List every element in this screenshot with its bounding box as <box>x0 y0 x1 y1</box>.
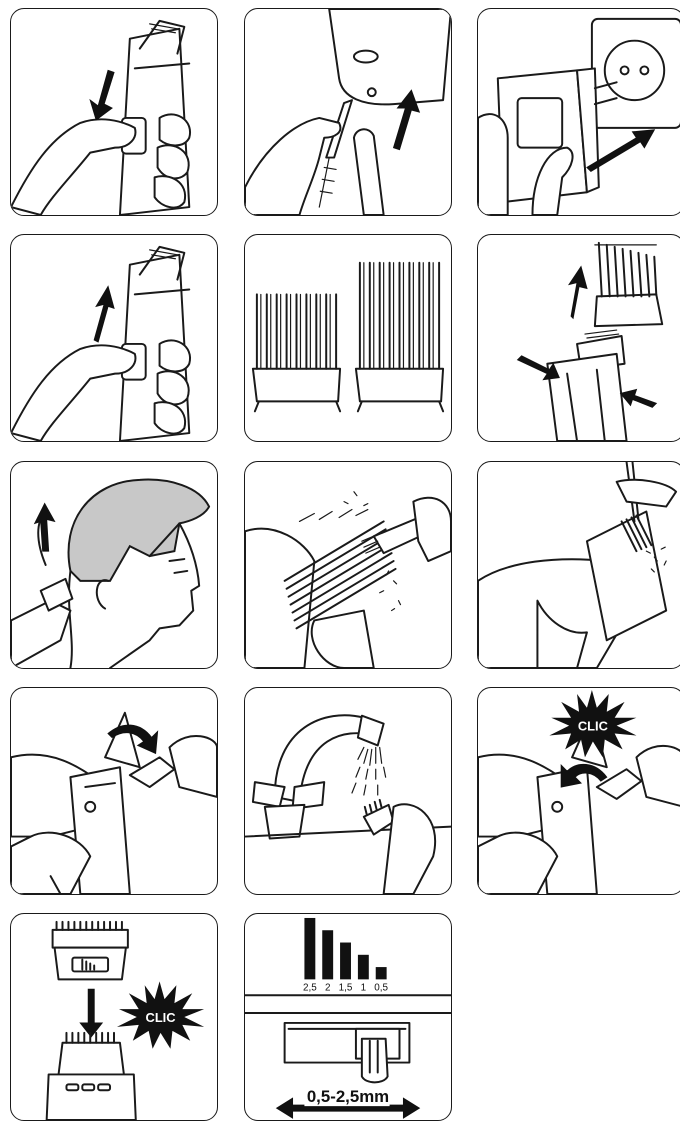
clic-text: CLIC <box>146 1010 176 1025</box>
clic-text: CLIC <box>578 719 608 734</box>
length-bar-label: 1,5 <box>339 982 353 993</box>
length-bar <box>358 955 369 980</box>
comb-clipper-illustration <box>478 235 680 441</box>
length-bar <box>304 918 315 979</box>
panel-brush-blade <box>477 461 680 669</box>
panel-replace-blade: CLIC <box>477 687 680 895</box>
clipper-hand-illustration <box>11 9 217 215</box>
panel-attach-small-comb: CLIC <box>10 913 218 1121</box>
small-comb-illustration: CLIC <box>11 914 217 1120</box>
length-bar-label: 2 <box>325 982 331 993</box>
panel-comb-attachments <box>244 234 452 442</box>
blade-brush-illustration <box>478 462 680 668</box>
length-bar-label: 1 <box>361 982 367 993</box>
panel-wall-outlet <box>477 8 680 216</box>
comb-brush-illustration <box>245 462 451 668</box>
panel-brush-comb <box>244 461 452 669</box>
panel-remove-blade <box>10 687 218 895</box>
blade-reattach-illustration: CLIC <box>478 688 680 894</box>
head-profile-illustration <box>11 462 217 668</box>
comb-pair-illustration <box>245 235 451 441</box>
length-bar-label: 2,5 <box>303 982 317 993</box>
length-chart: 2,5 2 1,5 1 0,5 0,5-2,5mm <box>245 914 451 1120</box>
cord-plug-illustration <box>245 9 451 215</box>
clipper-hand-illustration <box>11 235 217 441</box>
panel-rinse-blade <box>244 687 452 895</box>
length-bar-label: 0,5 <box>374 982 388 993</box>
outlet-adapter-illustration <box>478 9 680 215</box>
length-bar <box>322 930 333 979</box>
panel-switch-up <box>10 234 218 442</box>
panel-plug-cord <box>244 8 452 216</box>
length-bar <box>376 967 387 979</box>
blade-removal-illustration <box>11 688 217 894</box>
panel-attach-comb <box>477 234 680 442</box>
panel-switch-down <box>10 8 218 216</box>
panel-length-adjust: 2,5 2 1,5 1 0,5 0,5-2,5mm <box>244 913 452 1121</box>
faucet-illustration <box>245 688 451 894</box>
panel-cut-hair <box>10 461 218 669</box>
range-label: 0,5-2,5mm <box>307 1087 389 1106</box>
length-bar <box>340 943 351 980</box>
